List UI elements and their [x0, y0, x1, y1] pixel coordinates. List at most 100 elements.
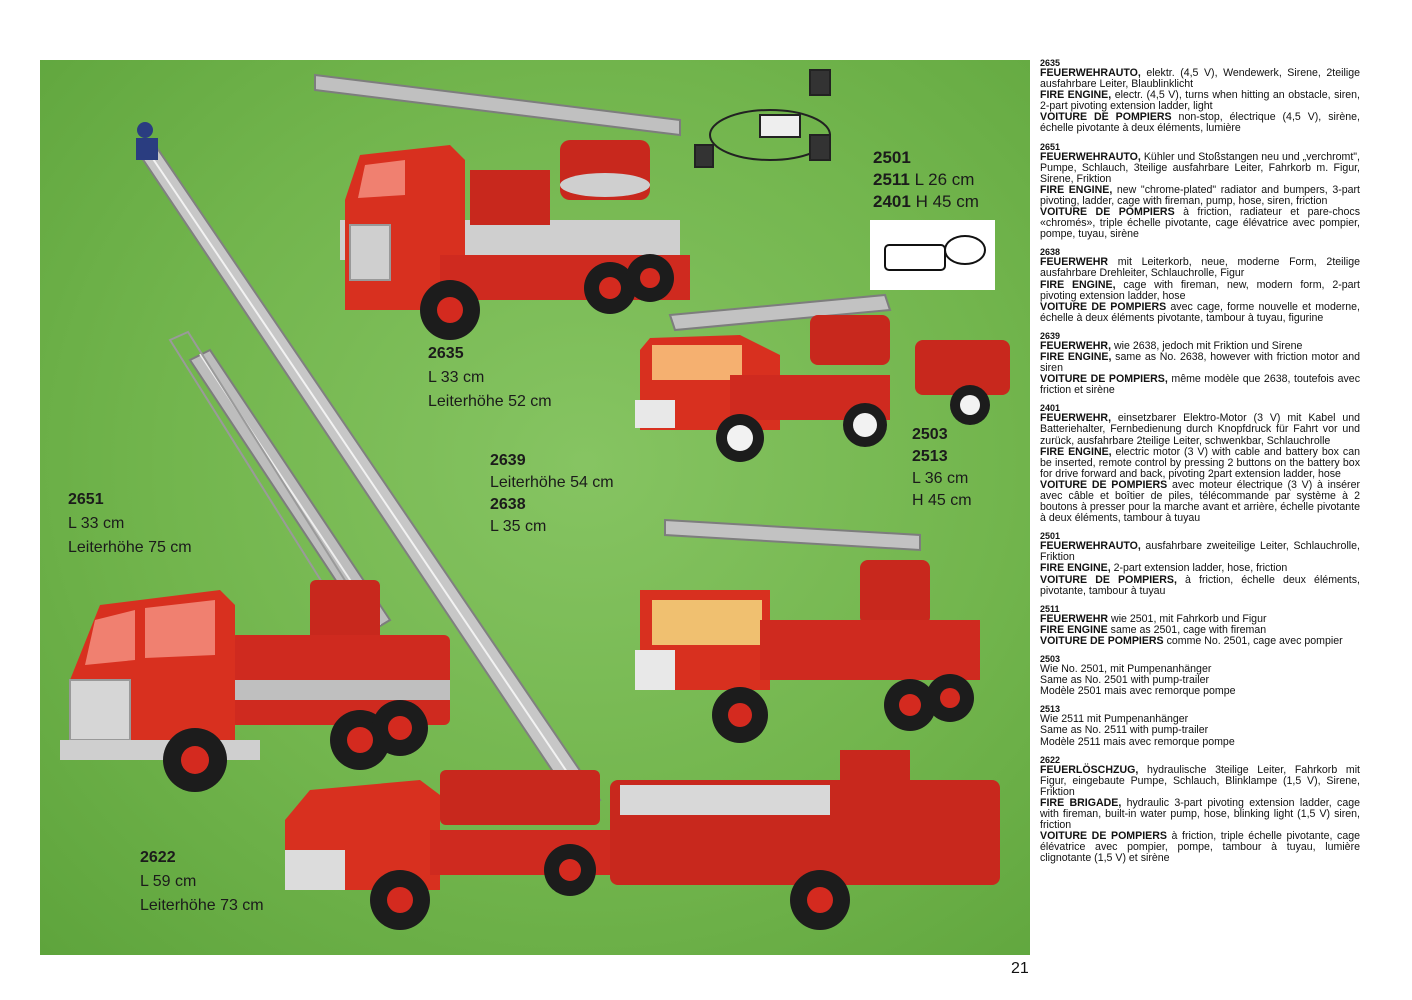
entry-text: Modèle 2511 mais avec remorque pompe [1040, 735, 1235, 748]
entry-paragraph: FEUERWEHRAUTO, Kühler und Stoßstangen ne… [1040, 150, 1360, 185]
entry-code: 2639 [1040, 330, 1061, 341]
entry-text: elektr. (4,5 V), Wendewerk, Sirene, 2tei… [1040, 67, 1360, 91]
entry-paragraph: Same as No. 2511 with pump-trailer [1040, 725, 1360, 736]
label-2511-length: L 26 cm [914, 170, 975, 189]
entry-heading: FIRE ENGINE, [1040, 278, 1116, 291]
label-2639-number: 2639 [490, 452, 526, 469]
label-2635-number: 2635 [428, 345, 464, 362]
entry-heading: VOITURE DE POMPIERS, [1040, 373, 1168, 386]
label-2638-number: 2638 [490, 496, 526, 513]
label-2651: 2651 L 33 cm Leiterhöhe 75 cm [68, 488, 192, 560]
entry-text: mit Leiterkorb, neue, moderne Form, 2tei… [1040, 256, 1360, 280]
entry-code: 2622 [1040, 754, 1061, 765]
entry-paragraph: FIRE ENGINE, electric motor (3 V) with c… [1040, 445, 1360, 480]
entry-heading: FEUERWEHRAUTO, [1040, 150, 1141, 163]
entry-text: Kühler und Stoßstangen neu und „verchrom… [1040, 150, 1360, 185]
entry-text: cage with fireman, new, modern form, 2-p… [1040, 278, 1360, 302]
entry-code: 2635 [1040, 58, 1061, 68]
entry-heading: FEUERWEHR [1040, 612, 1109, 625]
entry-paragraph: Same as No. 2501 with pump-trailer [1040, 675, 1360, 686]
entry-code: 2513 [1040, 704, 1061, 715]
label-2622-length: L 59 cm [140, 873, 197, 890]
entry-paragraph: VOITURE DE POMPIERS, à friction, échelle… [1040, 573, 1360, 597]
label-2635-ladder-height: Leiterhöhe 52 cm [428, 393, 552, 410]
label-2501-number: 2501 [873, 148, 911, 167]
entry-text: new "chrome-plated" radiator and bumpers… [1040, 183, 1360, 207]
entry-text: à friction, échelle deux éléments, pivot… [1040, 573, 1360, 597]
entry-text: à friction, triple échelle pivotante, ca… [1040, 830, 1360, 865]
entry-text: Wie 2511 mit Pumpenanhänger [1040, 713, 1189, 726]
entry-paragraph: FEUERWEHRAUTO, ausfahrbare zweiteilige L… [1040, 541, 1360, 563]
entry-heading: FIRE BRIGADE, [1040, 796, 1122, 809]
entry-heading: FIRE ENGINE, [1040, 445, 1112, 458]
entry-text: à friction, radiateur et pare-chocs «chr… [1040, 206, 1360, 241]
label-2503-number: 2503 [912, 426, 948, 443]
entry-text: einsetzbarer Elektro-Motor (3 V) mit Kab… [1040, 412, 1360, 447]
entry-heading: VOITURE DE POMPIERS [1040, 830, 1167, 843]
truck-2638 [635, 518, 980, 743]
entry-code: 2651 [1040, 141, 1061, 152]
entry-paragraph: FIRE ENGINE, 2-part extension ladder, ho… [1040, 563, 1360, 574]
entry-code: 2638 [1040, 247, 1061, 258]
entry-heading: FEUERWEHR [1040, 256, 1109, 269]
entry-text: Modèle 2501 mais avec remorque pompe [1040, 685, 1236, 698]
entry-paragraph: FEUERWEHR, wie 2638, jedoch mit Friktion… [1040, 339, 1360, 352]
entry-text: hydraulische 3teilige Leiter, Fahrkorb m… [1040, 763, 1360, 798]
entry-paragraph: Wie No. 2501, mit Pumpenanhänger [1040, 663, 1360, 676]
entry-text: avec moteur électrique (3 V) à insérer a… [1040, 478, 1360, 525]
entry-text: electric motor (3 V) with cable and batt… [1040, 445, 1360, 480]
entry-paragraph: FIRE ENGINE same as 2501, cage with fire… [1040, 623, 1360, 636]
entry-text: non-stop, électrique (4,5 V), sirène, éc… [1040, 111, 1360, 135]
entry-heading: VOITURE DE POMPIERS, [1040, 573, 1177, 586]
entry-heading: VOITURE DE POMPIERS [1040, 478, 1168, 491]
entry-text: wie 2501, mit Fahrkorb und Figur [1108, 612, 1267, 625]
entry-heading: FIRE ENGINE, [1040, 183, 1113, 196]
label-2513-height: H 45 cm [912, 492, 972, 509]
label-2401-number: 2401 [873, 192, 911, 211]
entry-paragraph: VOITURE DE POMPIERS, même modèle que 263… [1040, 374, 1360, 396]
entry-code: 2511 [1040, 603, 1060, 614]
entry-text: Same as No. 2501 with pump-trailer [1040, 674, 1209, 687]
entry-heading: FIRE ENGINE [1040, 623, 1108, 636]
entry-paragraph: FIRE ENGINE, cage with fireman, new, mod… [1040, 278, 1360, 302]
truck-2635 [314, 73, 690, 340]
entry-heading: FIRE ENGINE, [1040, 89, 1112, 102]
entry-heading: VOITURE DE POMPIERS [1040, 300, 1167, 313]
label-2651-number: 2651 [68, 491, 104, 508]
entry-paragraph: VOITURE DE POMPIERS à friction, radiateu… [1040, 206, 1360, 241]
label-2513-length: L 36 cm [912, 470, 969, 487]
label-2651-length: L 33 cm [68, 515, 125, 532]
entry-code: 2401 [1040, 403, 1061, 414]
entry-heading: FEUERWEHRAUTO, [1040, 540, 1141, 553]
entry-heading: FIRE ENGINE, [1040, 350, 1112, 363]
entry-paragraph: VOITURE DE POMPIERS avec cage, forme nou… [1040, 300, 1360, 324]
product-photo: 2635 L 33 cm Leiterhöhe 52 cm 2501 2511 … [40, 60, 1030, 955]
entry-text: même modèle que 2638, toutefois avec fri… [1040, 373, 1360, 397]
entry-paragraph: VOITURE DE POMPIERS non-stop, électrique… [1040, 112, 1360, 134]
label-2401-height: H 45 cm [915, 192, 979, 211]
entry-paragraph: FEUERWEHRAUTO, elektr. (4,5 V), Wendewer… [1040, 67, 1360, 91]
entry-paragraph: Modèle 2501 mais avec remorque pompe [1040, 686, 1360, 697]
label-2503-2513: 2503 2513 L 36 cm H 45 cm [912, 424, 972, 512]
label-2513-number: 2513 [912, 448, 948, 465]
label-2651-ladder-height: Leiterhöhe 75 cm [68, 539, 192, 556]
truck-2503 [635, 293, 1010, 462]
label-2622-number: 2622 [140, 849, 176, 866]
entry-text: avec cage, forme nouvelle et moderne, éc… [1040, 300, 1360, 324]
entry-paragraph: Wie 2511 mit Pumpenanhänger [1040, 714, 1360, 725]
entry-text: Wie No. 2501, mit Pumpenanhänger [1040, 663, 1212, 676]
label-2622: 2622 L 59 cm Leiterhöhe 73 cm [140, 846, 264, 918]
entry-paragraph: FEUERWEHR mit Leiterkorb, neue, moderne … [1040, 257, 1360, 279]
entry-text: wie 2638, jedoch mit Friktion und Sirene [1111, 339, 1303, 352]
entry-code: 2501 [1040, 531, 1061, 542]
entry-paragraph: VOITURE DE POMPIERS comme No. 2501, cage… [1040, 635, 1360, 647]
entry-heading: VOITURE DE POMPIERS [1040, 206, 1175, 219]
motor-drawing-box [870, 220, 995, 290]
